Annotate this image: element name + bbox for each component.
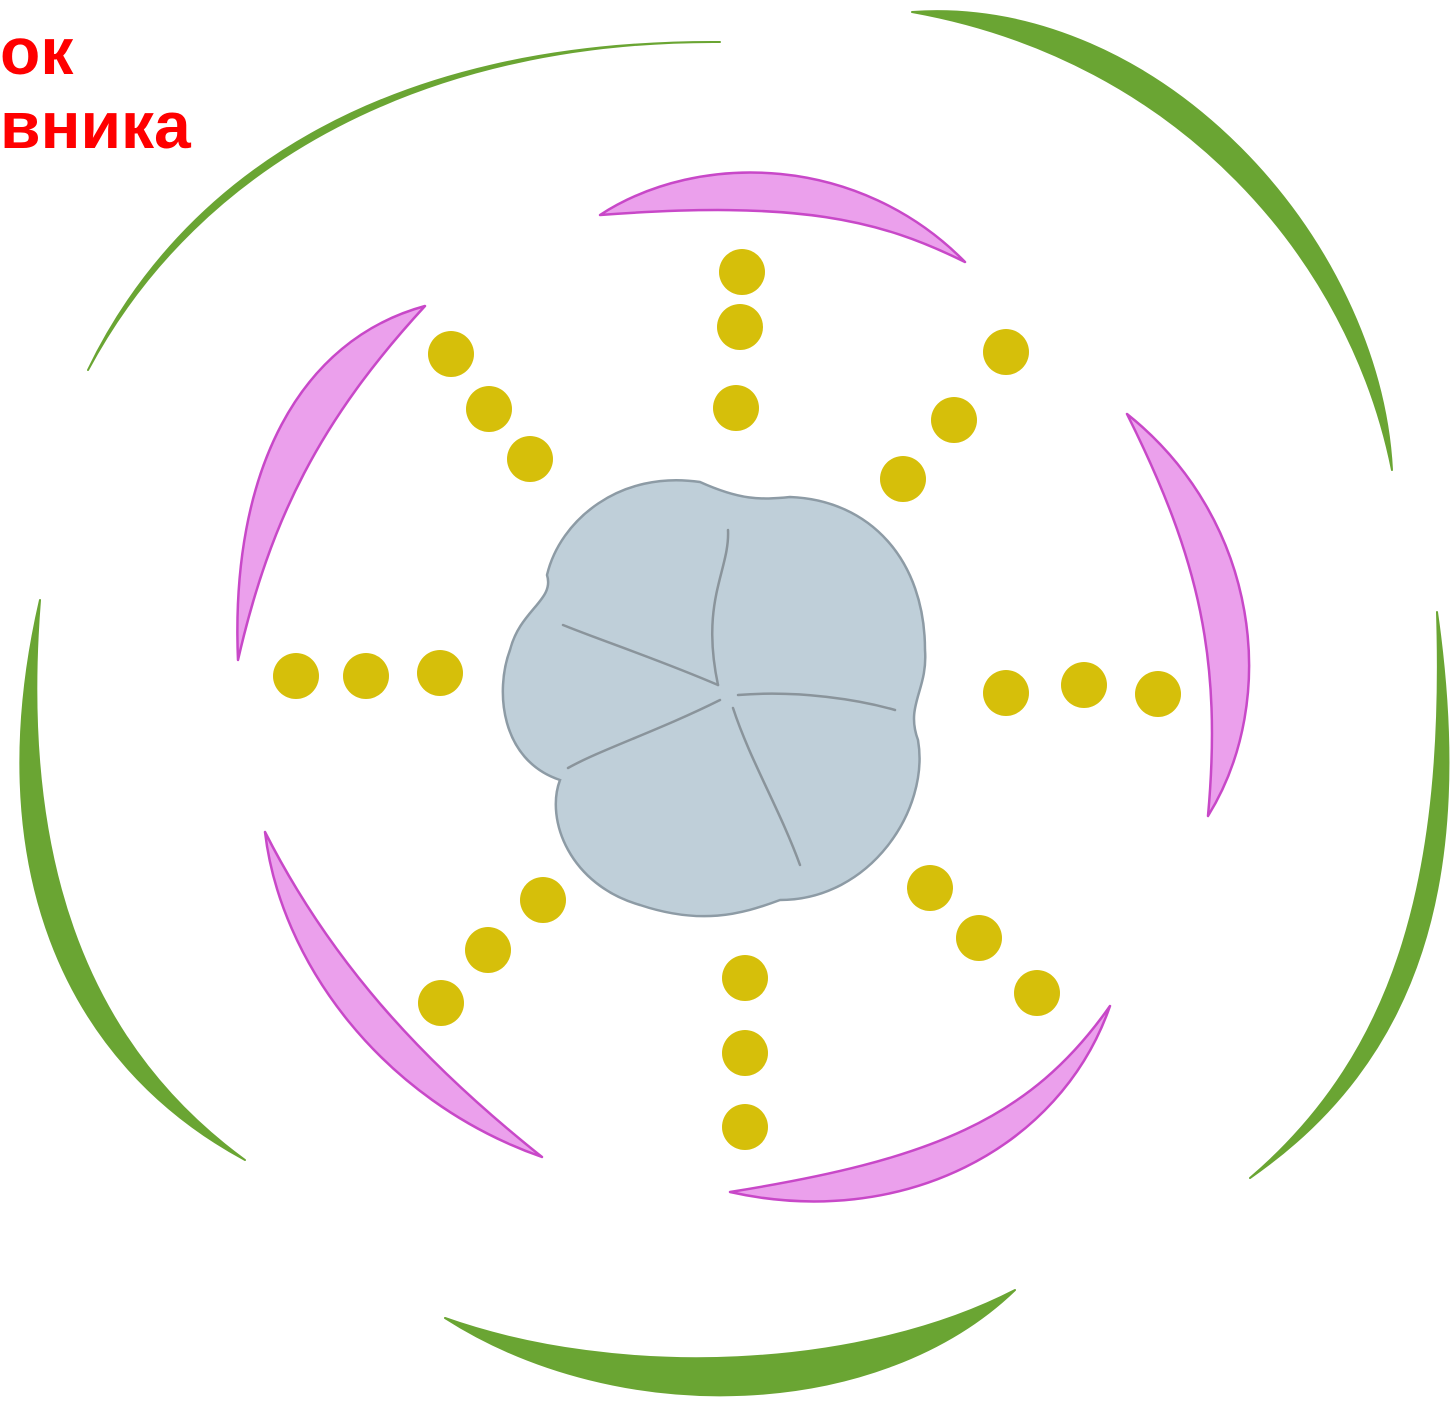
stamen-6-2 bbox=[465, 927, 511, 973]
stamen-group-7 bbox=[907, 865, 1060, 1016]
stamen-4-2 bbox=[343, 653, 389, 699]
stamen-8-2 bbox=[722, 1030, 768, 1076]
stamen-5-3 bbox=[1135, 671, 1181, 717]
stamen-6-1 bbox=[520, 877, 566, 923]
stamen-4-1 bbox=[273, 653, 319, 699]
stamen-4-3 bbox=[417, 650, 463, 696]
diagram-title-line-1: ок bbox=[0, 18, 73, 84]
stamen-5-2 bbox=[1061, 662, 1107, 708]
stamen-group-8 bbox=[722, 955, 768, 1150]
stamen-group-1 bbox=[713, 249, 765, 431]
stamen-group-4 bbox=[273, 650, 463, 699]
petal-upper-left bbox=[237, 306, 425, 660]
ovary bbox=[503, 480, 925, 916]
sepal-bottom bbox=[445, 1290, 1015, 1395]
stamen-5-1 bbox=[983, 670, 1029, 716]
petal-lower-right bbox=[730, 1006, 1110, 1201]
sepal-top-right bbox=[912, 11, 1392, 470]
stamen-8-1 bbox=[722, 955, 768, 1001]
stamen-group-5 bbox=[983, 662, 1181, 717]
petal-lower-left bbox=[265, 832, 542, 1157]
diagram-title-line-2: вника bbox=[0, 92, 191, 158]
ovary-body bbox=[503, 480, 925, 916]
stamen-group-2 bbox=[428, 331, 553, 482]
sepal-left bbox=[20, 600, 245, 1160]
stamen-3-1 bbox=[983, 329, 1029, 375]
stamen-1-2 bbox=[717, 304, 763, 350]
stamen-7-3 bbox=[1014, 970, 1060, 1016]
stamen-group-6 bbox=[418, 877, 566, 1026]
petal-top bbox=[600, 173, 965, 262]
stamen-2-1 bbox=[428, 331, 474, 377]
stamen-2-2 bbox=[466, 386, 512, 432]
stamen-2-3 bbox=[507, 436, 553, 482]
stamen-1-1 bbox=[719, 249, 765, 295]
stamen-8-3 bbox=[722, 1104, 768, 1150]
stamen-group-3 bbox=[880, 329, 1029, 502]
sepal-right bbox=[1250, 612, 1448, 1178]
stamen-3-2 bbox=[931, 397, 977, 443]
stamen-1-3 bbox=[713, 385, 759, 431]
stamen-7-2 bbox=[956, 915, 1002, 961]
stamen-3-3 bbox=[880, 456, 926, 502]
stamen-6-3 bbox=[418, 980, 464, 1026]
stamen-7-1 bbox=[907, 865, 953, 911]
petal-upper-right bbox=[1127, 414, 1249, 816]
